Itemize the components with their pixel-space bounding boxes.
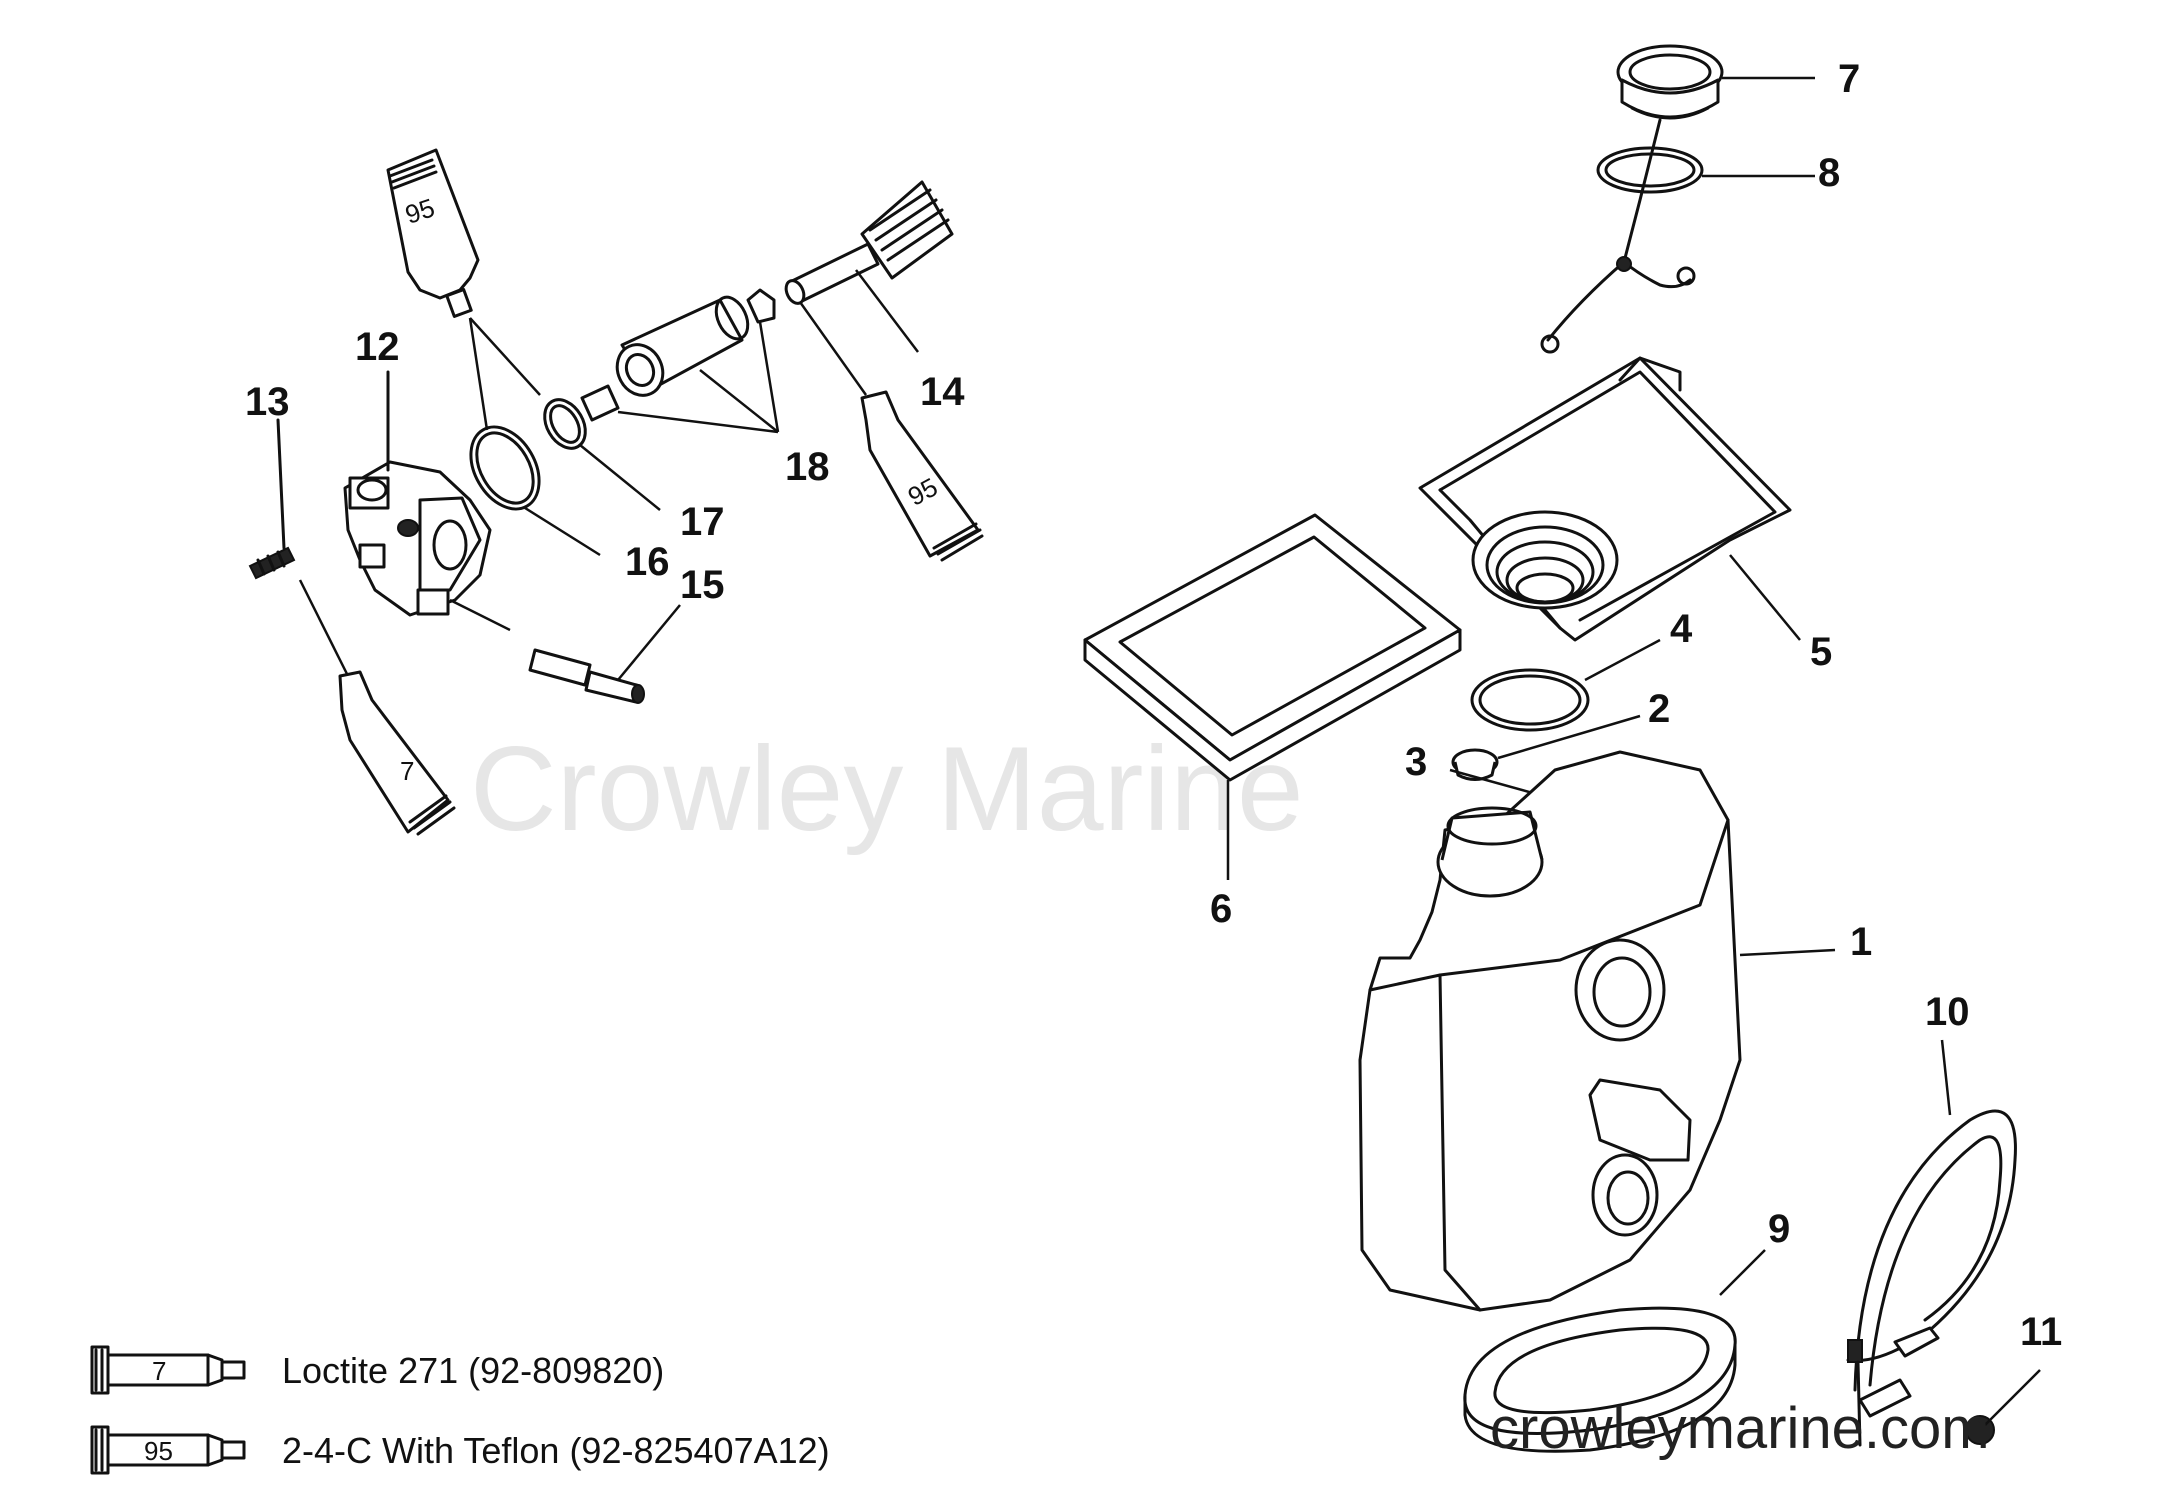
tube-95-upper: 95: [386, 148, 541, 431]
part-8-o-ring: [1596, 146, 1815, 194]
legend-code-95: 95: [144, 1436, 173, 1466]
callout-8: 8: [1818, 151, 1840, 195]
watermark-text: Crowley Marine: [470, 722, 1304, 856]
part-18-bushings: [580, 288, 780, 434]
tube-7-lower: 7: [338, 670, 456, 836]
part-17-o-ring: [543, 398, 661, 511]
callout-10: 10: [1925, 990, 1970, 1034]
legend-item-7: 7 Loctite 271 (92-809820): [90, 1345, 664, 1395]
callout-15: 15: [680, 563, 725, 607]
callout-11: 11: [2020, 1310, 2062, 1354]
part-7-filler-cap: [1616, 44, 1815, 120]
callout-18: 18: [785, 445, 830, 489]
legend-text-7: Loctite 271 (92-809820): [282, 1350, 664, 1391]
part-14-drive-shaft: [784, 180, 954, 396]
callout-6: 6: [1210, 887, 1232, 931]
callout-1: 1: [1850, 920, 1872, 964]
part-12-oil-pump: [343, 370, 511, 632]
part-16-o-ring: [469, 425, 601, 557]
callout-2: 2: [1648, 687, 1670, 731]
callout-3: 3: [1405, 740, 1427, 784]
callout-7: 7: [1838, 57, 1860, 101]
part-2-cap: [1451, 714, 1641, 781]
tube-7-label: 7: [400, 756, 414, 786]
callout-17: 17: [680, 500, 725, 544]
part-11-fitting: [1858, 1369, 2041, 1445]
callout-4: 4: [1670, 607, 1693, 651]
part-4-o-ring: [1470, 638, 1661, 732]
tube-95-right: 95: [860, 390, 984, 562]
part-13-screw: [248, 418, 362, 701]
legend-text-95: 2-4-C With Teflon (92-825407A12): [282, 1430, 830, 1471]
legend: 7 Loctite 271 (92-809820) 95 2-4-C With …: [90, 1345, 830, 1475]
callout-12: 12: [355, 325, 400, 369]
callout-9: 9: [1768, 1207, 1790, 1251]
part-9-grommet: [1463, 1249, 1766, 1453]
part-6-gasket: [1083, 513, 1462, 880]
callout-13: 13: [245, 380, 290, 424]
part-1-oil-tank: [1358, 750, 1836, 1312]
legend-code-7: 7: [152, 1356, 166, 1386]
footer-watermark: crowleymarine.com: [1490, 1396, 1990, 1461]
callout-14: 14: [920, 370, 965, 414]
tether-cord: [1540, 118, 1696, 354]
part-15-pin: [528, 604, 681, 704]
part-5-tank-top: [1418, 356, 1801, 642]
part-10-strap: [1846, 1039, 2017, 1447]
legend-item-95: 95 2-4-C With Teflon (92-825407A12): [90, 1425, 830, 1475]
callout-5: 5: [1810, 630, 1832, 674]
callout-16: 16: [625, 540, 670, 584]
